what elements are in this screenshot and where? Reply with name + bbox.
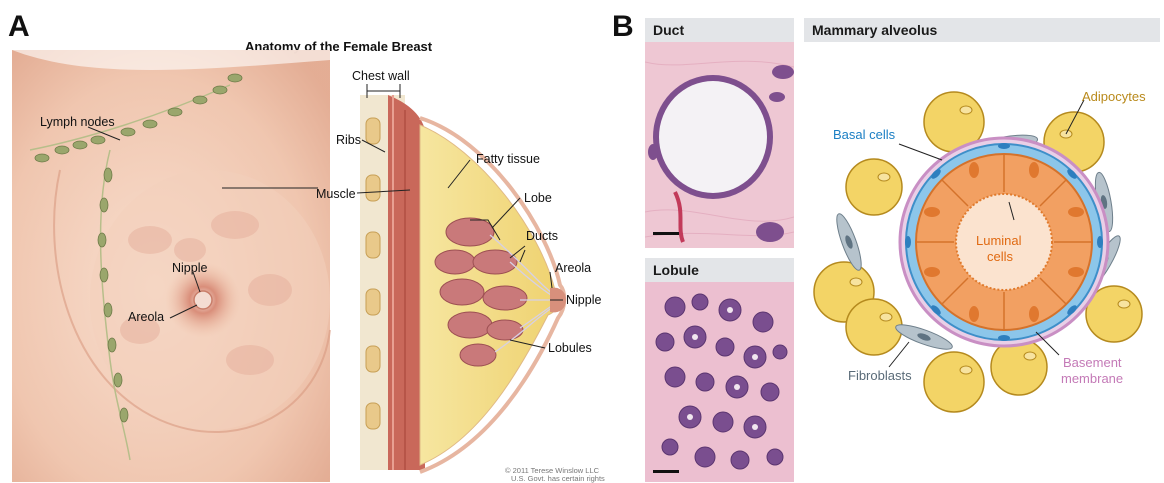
label-luminal-cells-1: Luminal [976, 234, 1022, 247]
label-nipple-section: Nipple [566, 294, 601, 307]
nipple-shape [194, 291, 212, 309]
scale-bar [653, 232, 679, 235]
lobule-header: Lobule [645, 258, 794, 282]
label-areola-section: Areola [555, 262, 591, 275]
label-basal-cells: Basal cells [833, 128, 895, 141]
label-lymph-nodes: Lymph nodes [40, 116, 115, 129]
label-ducts: Ducts [526, 230, 558, 243]
label-nipple-front: Nipple [172, 262, 207, 275]
label-lobules: Lobules [548, 342, 592, 355]
label-chest-wall: Chest wall [352, 70, 410, 83]
duct-histology-image [645, 42, 794, 248]
label-muscle: Muscle [316, 188, 356, 201]
lobule-histology-image [645, 282, 794, 482]
duct-header: Duct [645, 18, 794, 42]
label-fatty-tissue: Fatty tissue [476, 153, 540, 166]
panel-letter-b: B [612, 12, 634, 42]
label-lobe: Lobe [524, 192, 552, 205]
label-ribs: Ribs [336, 134, 361, 147]
label-areola-front: Areola [128, 311, 164, 324]
label-fibroblasts: Fibroblasts [848, 369, 912, 382]
label-basement-membrane-1: Basement [1063, 356, 1122, 369]
label-basement-membrane-2: membrane [1061, 372, 1123, 385]
alveolus-header: Mammary alveolus [804, 18, 1160, 42]
label-luminal-cells-2: cells [987, 250, 1013, 263]
label-adipocytes: Adipocytes [1082, 90, 1146, 103]
